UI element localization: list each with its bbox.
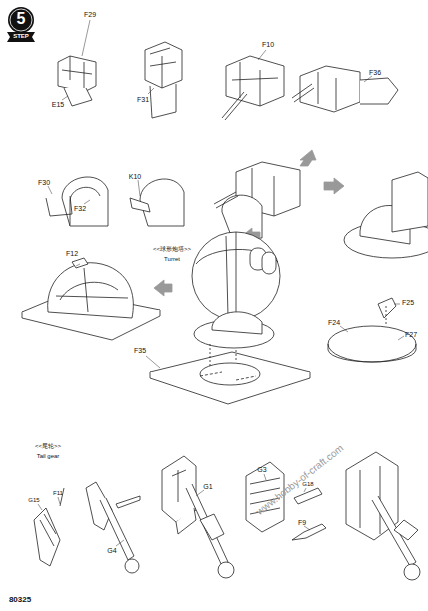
step-badge: 5STEP [6,6,36,44]
part-label: F10 [262,41,274,48]
part-label: G15 [28,497,39,503]
page-number: 80325 [9,596,31,604]
part-label: G1 [203,483,212,490]
part-label: G3 [257,466,266,473]
part-label: Tail gear [37,453,60,459]
part-label: F27 [405,331,417,338]
part-label: F31 [137,96,149,103]
part-label: <<球形炮塔>> [153,246,191,252]
part-label: K10 [129,173,141,180]
part-label: Turret [164,256,180,262]
step-number: 5 [6,11,36,27]
part-label: G4 [107,547,116,554]
part-label: F25 [402,299,414,306]
part-label: F9 [298,519,306,526]
part-label: F11 [53,490,63,496]
part-label: E15 [52,101,64,108]
part-label: F12 [66,250,78,257]
step-word: STEP [6,33,36,39]
part-label: F24 [328,319,340,326]
part-label: F32 [74,205,86,212]
part-label: F29 [84,11,96,18]
part-label: F30 [38,179,50,186]
part-label: F36 [369,69,381,76]
part-label: F35 [134,347,146,354]
part-label: <<尾轮>> [35,443,61,449]
